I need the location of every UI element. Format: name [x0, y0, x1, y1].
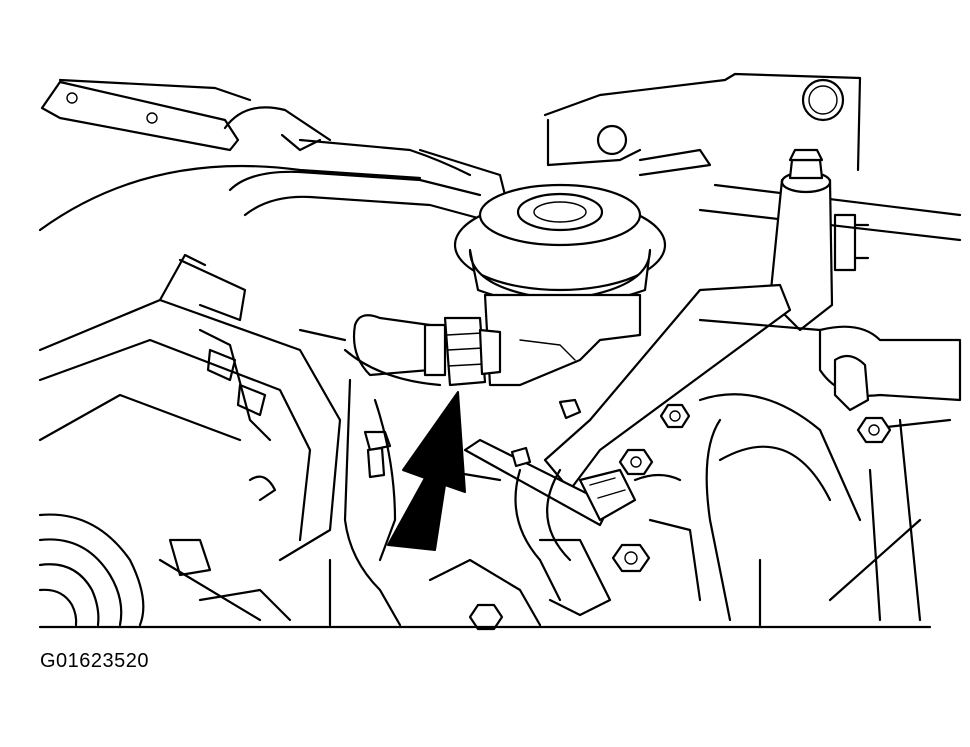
pointer-arrow-icon [387, 391, 466, 551]
mounting-bolts [363, 398, 892, 631]
egr-valve [453, 183, 667, 387]
engine-bay-line-drawing [38, 72, 962, 631]
bolt-icon [618, 448, 654, 476]
vertical-pipe [768, 148, 870, 332]
diagonal-hose [463, 283, 792, 602]
bolt-icon [856, 416, 892, 444]
upper-coolant-pipe [223, 106, 507, 220]
bolt-icon [659, 403, 691, 429]
bolt-icon [363, 430, 392, 479]
bolt-icon [558, 398, 582, 420]
lower-manifold [343, 378, 762, 627]
figure-code: G01623520 [40, 650, 150, 672]
upper-bracket-rail [38, 78, 422, 232]
left-intake-assembly [38, 253, 342, 627]
egr-pipe-fitting [298, 314, 502, 387]
right-hose-assembly [698, 318, 962, 622]
bolt-icon [468, 603, 504, 631]
sensor-connector [578, 468, 682, 522]
bolt-icon [611, 543, 651, 573]
bolt-icon [510, 446, 532, 468]
pulley [38, 513, 145, 627]
